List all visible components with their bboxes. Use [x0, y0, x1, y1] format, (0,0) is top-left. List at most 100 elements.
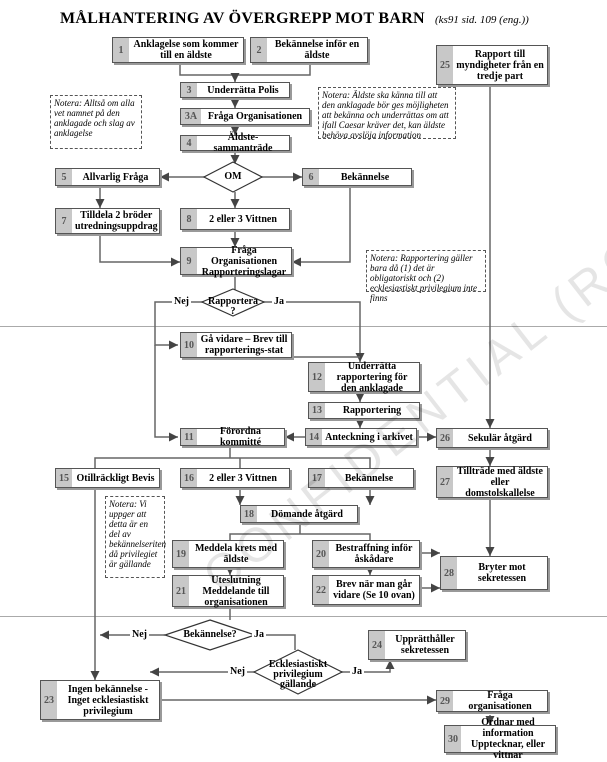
reference: (ks91 sid. 109 (eng.))	[435, 14, 529, 26]
box-number: 27	[437, 467, 453, 497]
box-label: Meddela krets med äldste	[194, 543, 278, 565]
box-number: 9	[181, 248, 197, 274]
box-number: 21	[173, 576, 189, 606]
box-label: Bestraffning inför åskådare	[335, 543, 413, 565]
box-label: Dömande åtgärd	[271, 508, 343, 520]
decision-bekannelse-label: Bekännelse?	[183, 629, 237, 640]
box-13[interactable]: 13 Rapportering	[308, 402, 420, 419]
page-title: MÅLHANTERING AV ÖVERGREPP MOT BARN	[60, 10, 425, 27]
box-4[interactable]: 4 Äldste-sammanträde	[180, 132, 290, 154]
box-number: 30	[445, 726, 461, 752]
note-bottom: Notera: Vi uppger att detta är en del av…	[105, 496, 166, 578]
box-label: Ordnar med information Upptecknar, eller…	[470, 717, 546, 761]
box-label: Upprätthåller sekretessen	[395, 634, 455, 656]
box-label: Underrätta rapportering för den anklagad…	[336, 360, 408, 394]
box-number: 24	[369, 631, 385, 659]
note-right: Notera: Rapportering gäller bara då (1) …	[366, 250, 486, 303]
box-number: 26	[437, 429, 453, 447]
decision-rapportera-label: Rapportera ?	[208, 296, 258, 317]
box-3a[interactable]: 3A Fråga Organisationen	[180, 108, 310, 125]
box-number: 4	[181, 136, 197, 150]
decision-privilegium-label: Ecklesiastiskt privilegium gällande	[268, 659, 328, 690]
box-label: Fråga Organisationen Rapporteringslagar	[201, 244, 287, 278]
decision-om-label: OM	[224, 171, 242, 182]
box-30[interactable]: 30 Ordnar med information Upptecknar, ell…	[444, 717, 556, 761]
box-label: Äldste-sammanträde	[213, 132, 273, 154]
box-label: Allvarlig Fråga	[82, 171, 149, 183]
edge-label-nej: Nej	[228, 666, 247, 677]
box-label: 2 eller 3 Vittnen	[209, 472, 277, 484]
box-12[interactable]: 12 Underrätta rapportering för den anklag…	[308, 360, 420, 394]
edge-label-nej: Nej	[130, 629, 149, 640]
box-5[interactable]: 5 Allvarlig Fråga	[55, 168, 160, 186]
box-label: Fråga Organisationen	[207, 111, 303, 122]
box-number: 14	[306, 429, 322, 445]
note-left: Notera: Alltså om alla vet namnet på den…	[50, 95, 142, 149]
box-number: 15	[56, 469, 72, 487]
box-number: 25	[437, 46, 453, 84]
box-number: 7	[56, 209, 72, 233]
box-number: 29	[437, 691, 453, 711]
decision-bekannelse	[163, 619, 257, 651]
box-number: 17	[309, 469, 325, 487]
box-number: 16	[181, 469, 197, 487]
note-top: Notera: Äldste ska känna till att den an…	[318, 87, 456, 140]
decision-om	[202, 161, 264, 193]
box-label: Bekännelse inför en äldste	[274, 39, 360, 61]
box-3[interactable]: 3 Underrätta Polis	[180, 82, 290, 98]
box-number: 10	[181, 333, 197, 357]
box-number: 12	[309, 363, 325, 391]
box-label: Underrätta Polis	[207, 84, 279, 96]
box-16[interactable]: 16 2 eller 3 Vittnen	[180, 468, 290, 488]
box-label: Förordna kommitté	[219, 426, 262, 448]
box-number: 6	[303, 169, 319, 185]
box-number: 3A	[181, 109, 201, 124]
box-number: 19	[173, 541, 189, 567]
box-number: 13	[309, 403, 325, 418]
box-number: 22	[313, 576, 329, 604]
box-number: 5	[56, 169, 72, 185]
box-number: 3	[181, 83, 197, 97]
box-20[interactable]: 20 Bestraffning inför åskådare	[312, 540, 420, 568]
box-label: Gå vidare – Brev till rapporterings-stat	[200, 334, 288, 356]
box-24[interactable]: 24 Upprätthåller sekretessen	[368, 630, 466, 660]
box-29[interactable]: 29 Fråga organisationen	[436, 690, 548, 712]
decision-rapportera	[200, 288, 266, 317]
box-number: 20	[313, 541, 329, 567]
box-label: Brev när man går vidare (Se 10 ovan)	[333, 579, 415, 601]
box-label: Rapportering	[342, 405, 402, 416]
box-label: Fråga organisationen	[468, 690, 532, 712]
box-number: 23	[41, 681, 57, 719]
box-number: 8	[181, 209, 197, 229]
box-number: 1	[113, 38, 129, 62]
box-label: Rapport till myndigheter från en tredje …	[456, 48, 544, 82]
box-label: Anklagelse som kommer till en äldste	[133, 39, 239, 61]
box-label: Bekännelse	[344, 472, 394, 484]
box-label: Tilldela 2 bröder utredningsuppdrag	[75, 210, 158, 232]
box-label: Tillträde med äldste eller domstolskalle…	[457, 465, 543, 499]
box-17[interactable]: 17 Bekännelse	[308, 468, 414, 488]
edge-label-ja: Ja	[350, 666, 364, 677]
edge-label-nej: Nej	[172, 296, 191, 307]
